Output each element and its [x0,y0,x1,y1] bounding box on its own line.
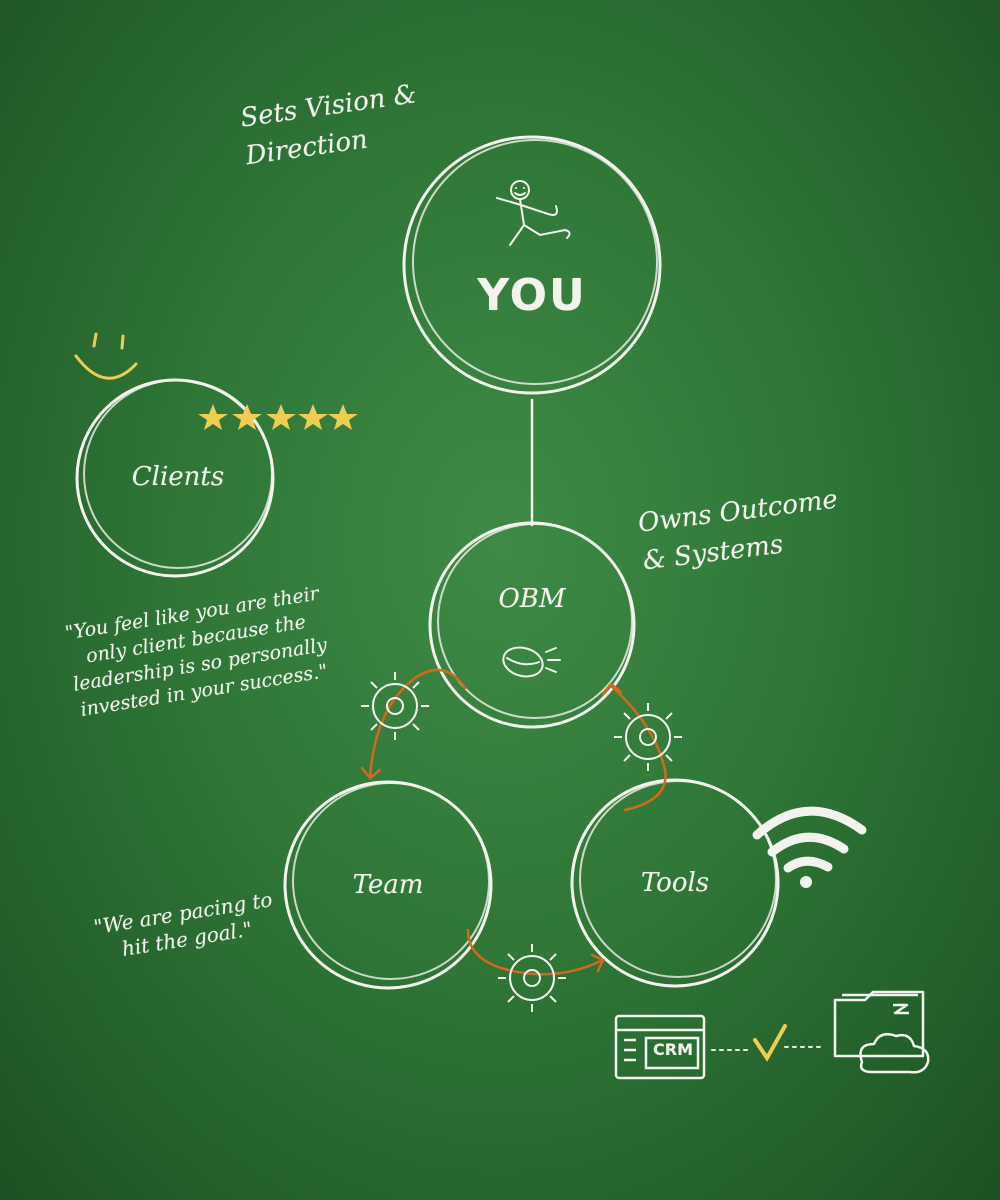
talking-mouth-icon [502,646,561,678]
you-node-label: YOU [477,270,587,321]
gear-icon-right [614,703,682,771]
tools-node-label: Tools [640,868,710,898]
cloud-folder-icon [833,990,930,1074]
tools-circle [570,778,780,988]
smiley-icon [74,332,138,380]
crm-label: CRM [653,1040,693,1059]
stick-figure-icon [496,180,571,246]
team-circle [283,780,493,990]
wifi-icon [752,806,867,888]
clients-node-label: Clients [131,462,225,492]
workflow-arrows [360,668,667,976]
gear-icon-bottom [498,944,566,1012]
crm-window-icon [614,1014,706,1080]
you-circle [402,135,662,395]
clients-circle [75,378,275,578]
obm-node-label: OBM [498,584,566,614]
team-node-label: Team [352,870,424,900]
sync-check-icon [711,1024,826,1062]
gear-icon-left [361,672,429,740]
obm-circle [428,521,636,729]
five-star-rating-icon [198,404,358,430]
